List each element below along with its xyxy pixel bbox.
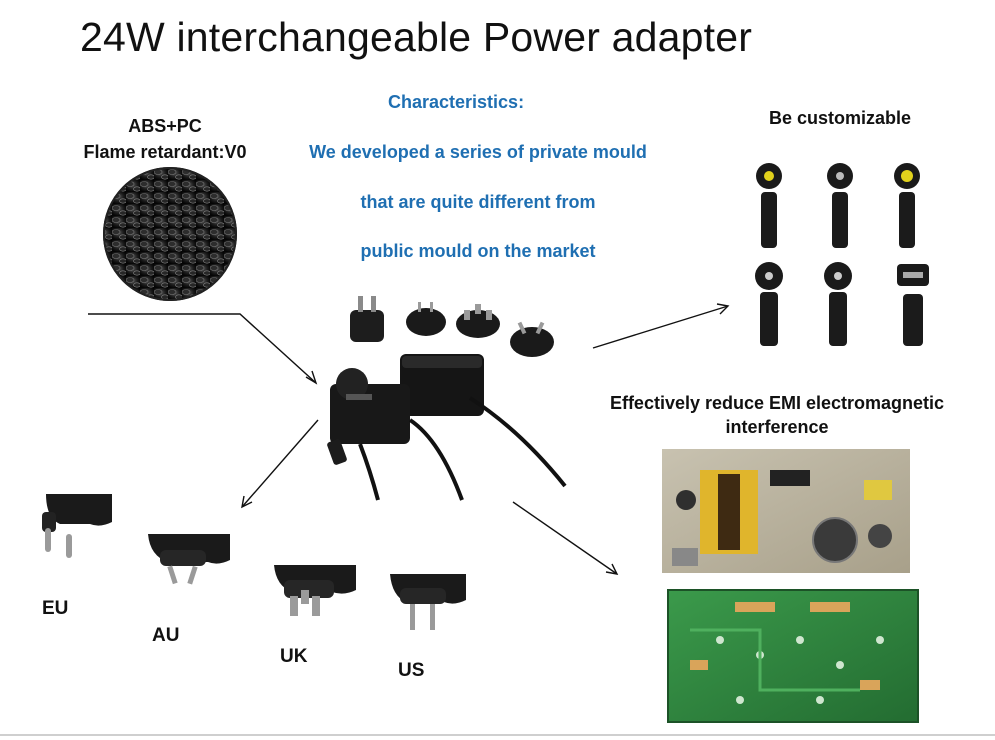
arrows: [88, 303, 730, 575]
material-label: ABS+PC: [128, 116, 202, 136]
pcb-component-image: [662, 449, 910, 573]
plug-us-image: [390, 574, 466, 630]
plug-label-eu: EU: [42, 598, 69, 619]
page-title: 24W interchangeable Power adapter: [80, 14, 753, 60]
bottom-divider: [0, 734, 995, 736]
plug-label-uk: UK: [280, 646, 308, 667]
customizable-label: Be customizable: [768, 108, 912, 128]
characteristics-line-2: that are quite different from: [360, 192, 596, 212]
pcb-green-image: [667, 589, 919, 723]
plug-label-au: AU: [152, 625, 180, 646]
characteristics-line-3: public mould on the market: [360, 241, 596, 261]
characteristics-line-1: We developed a series of private mould: [309, 142, 647, 162]
flame-rating-label: Flame retardant:V0: [83, 142, 247, 162]
plug-eu-image: [42, 494, 112, 558]
plug-au-image: [148, 534, 230, 585]
emi-label-line-1: Effectively reduce EMI electromagnetic: [609, 393, 945, 413]
dc-tips-image: [755, 163, 929, 346]
characteristics-heading: Characteristics:: [388, 92, 525, 112]
plug-heads-image: [350, 296, 554, 357]
emi-label-line-2: interference: [725, 417, 829, 437]
plug-label-us: US: [398, 660, 425, 681]
plug-uk-image: [274, 565, 356, 616]
abs-pellets-image: [103, 167, 237, 301]
adapter-image: [327, 354, 567, 501]
